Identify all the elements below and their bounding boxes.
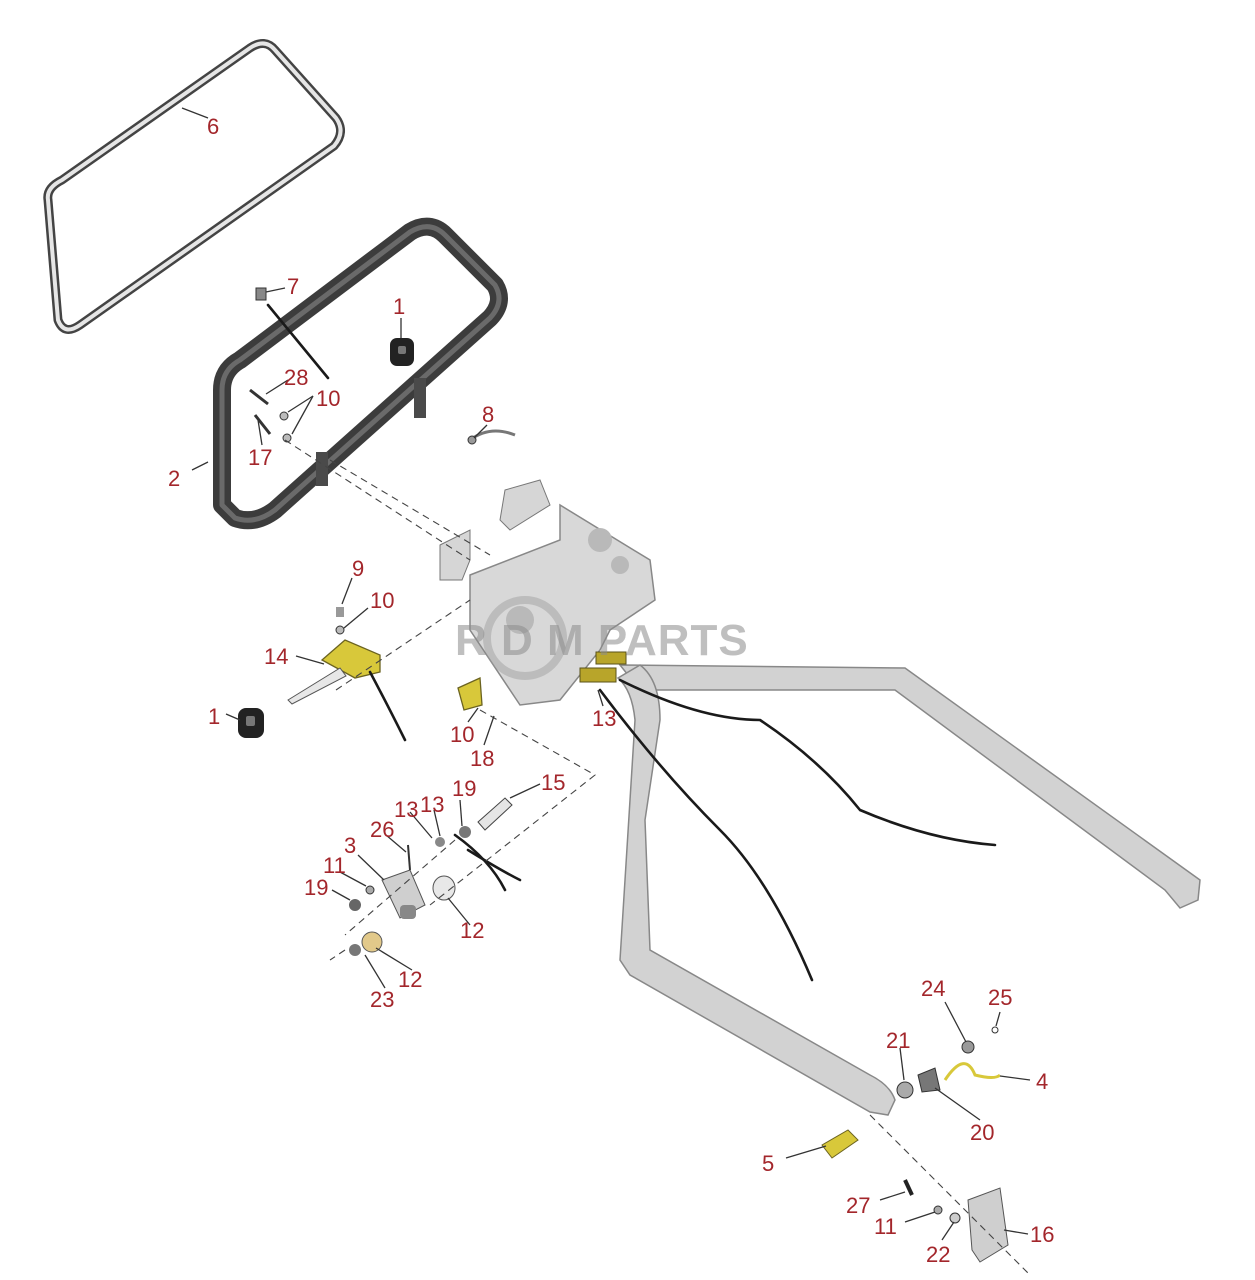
callout-21: 21 — [886, 1028, 910, 1053]
callout-5: 5 — [762, 1151, 774, 1176]
callout-12-right: 12 — [460, 918, 484, 943]
assembly-lines — [284, 439, 1031, 1276]
callout-11-right: 11 — [874, 1214, 897, 1239]
callout-6: 6 — [207, 114, 219, 139]
callout-27: 27 — [846, 1193, 870, 1218]
linkage-parts — [349, 797, 513, 956]
callout-13-a: 13 — [394, 797, 418, 822]
callout-14: 14 — [264, 644, 288, 669]
callout-1-top: 1 — [393, 294, 405, 319]
callout-19-left: 19 — [304, 875, 328, 900]
callout-28: 28 — [284, 365, 308, 390]
callout-16: 16 — [1030, 1222, 1054, 1247]
callout-13-b: 13 — [420, 792, 444, 817]
callout-3: 3 — [344, 833, 356, 858]
callout-11-left: 11 — [323, 853, 346, 878]
callout-10-mid: 10 — [370, 588, 394, 613]
leader-lines — [181, 107, 1031, 1241]
callout-24: 24 — [921, 976, 945, 1001]
callout-8: 8 — [482, 402, 494, 427]
callout-15: 15 — [541, 770, 565, 795]
callout-19-top: 19 — [452, 776, 476, 801]
callout-13-right: 13 — [592, 706, 616, 731]
callout-1-left: 1 — [208, 704, 220, 729]
callout-9: 9 — [352, 556, 364, 581]
callout-23: 23 — [370, 987, 394, 1012]
callout-10-low: 10 — [450, 722, 474, 747]
callout-7: 7 — [287, 274, 299, 299]
callout-17: 17 — [248, 445, 272, 470]
main-handle-part — [439, 479, 1201, 1116]
callout-18: 18 — [470, 746, 494, 771]
callout-4: 4 — [1036, 1069, 1048, 1094]
control-cables — [368, 670, 997, 982]
callout-25: 25 — [988, 985, 1012, 1010]
watermark-logo: R D M PARTS — [455, 596, 749, 680]
wire-frame-part — [43, 39, 345, 334]
callout-12-low: 12 — [398, 967, 422, 992]
bail-bar-part — [213, 217, 508, 530]
throttle-bracket-part — [287, 607, 627, 711]
callout-26: 26 — [370, 817, 394, 842]
callout-20: 20 — [970, 1120, 994, 1145]
callout-22: 22 — [926, 1242, 950, 1267]
callout-2: 2 — [168, 466, 180, 491]
callout-labels: 6 7 1 28 10 17 2 8 9 10 14 1 13 10 18 15… — [168, 114, 1054, 1267]
rubber-grommet-part — [238, 338, 414, 738]
watermark-text: R D M PARTS — [455, 616, 749, 665]
callout-10-top: 10 — [316, 386, 340, 411]
